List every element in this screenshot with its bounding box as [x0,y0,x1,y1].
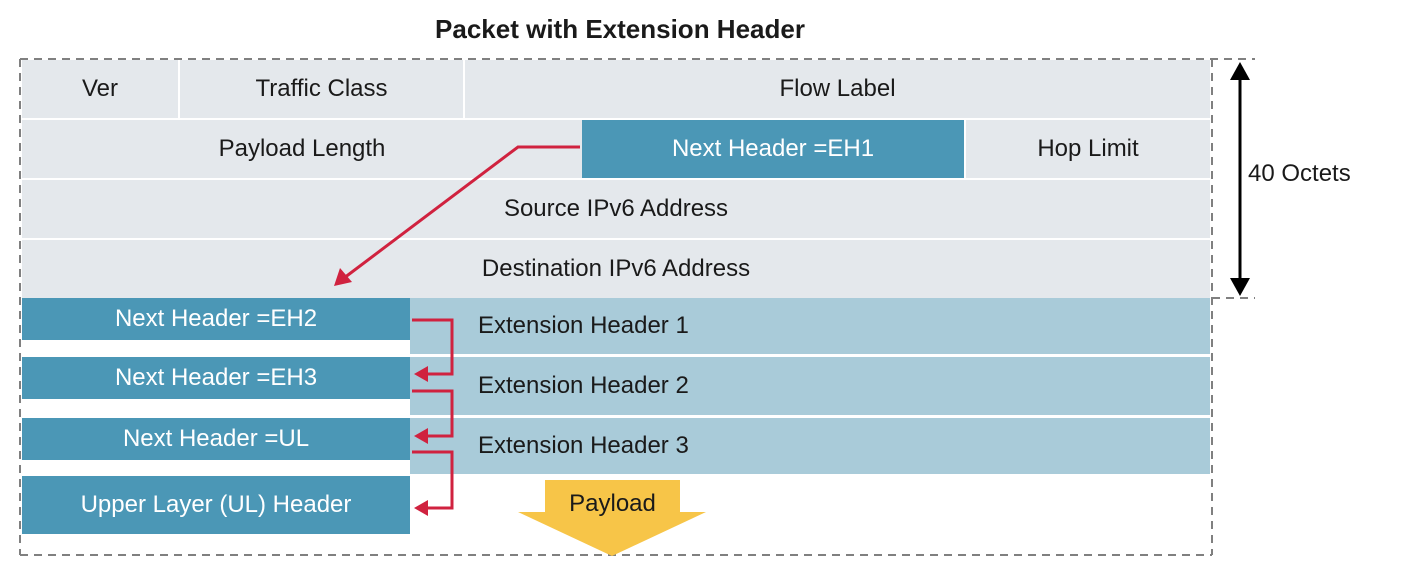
payload-label: Payload [569,490,656,517]
upper-layer-header: Upper Layer (UL) Header [22,476,410,534]
chain-arrowheads [414,366,428,516]
next-header-ul-field: Next Header =UL [22,418,410,460]
octets-label: 40 Octets [1248,160,1351,187]
next-header-eh2-field: Next Header =EH2 [22,298,410,340]
payload-arrow-shape [518,480,706,556]
ver-field: Ver [22,60,178,118]
extension-header-3: Extension Header 3 [410,418,1210,474]
flow-label-field: Flow Label [465,60,1210,118]
octets-span-arrow [1230,62,1250,296]
destination-address-field: Destination IPv6 Address [22,240,1210,298]
next-header-eh1-field: Next Header =EH1 [582,120,964,178]
source-address-field: Source IPv6 Address [22,180,1210,238]
extension-header-2: Extension Header 2 [410,357,1210,415]
next-header-eh1-arrow [334,145,580,286]
packet-dashed-border [19,58,1255,556]
next-header-eh3-field: Next Header =EH3 [22,357,410,399]
hop-limit-field: Hop Limit [966,120,1210,178]
next-header-chain-arrows [412,318,454,510]
extension-header-1: Extension Header 1 [410,298,1210,354]
traffic-class-field: Traffic Class [180,60,463,118]
diagram-title: Packet with Extension Header [435,14,805,44]
